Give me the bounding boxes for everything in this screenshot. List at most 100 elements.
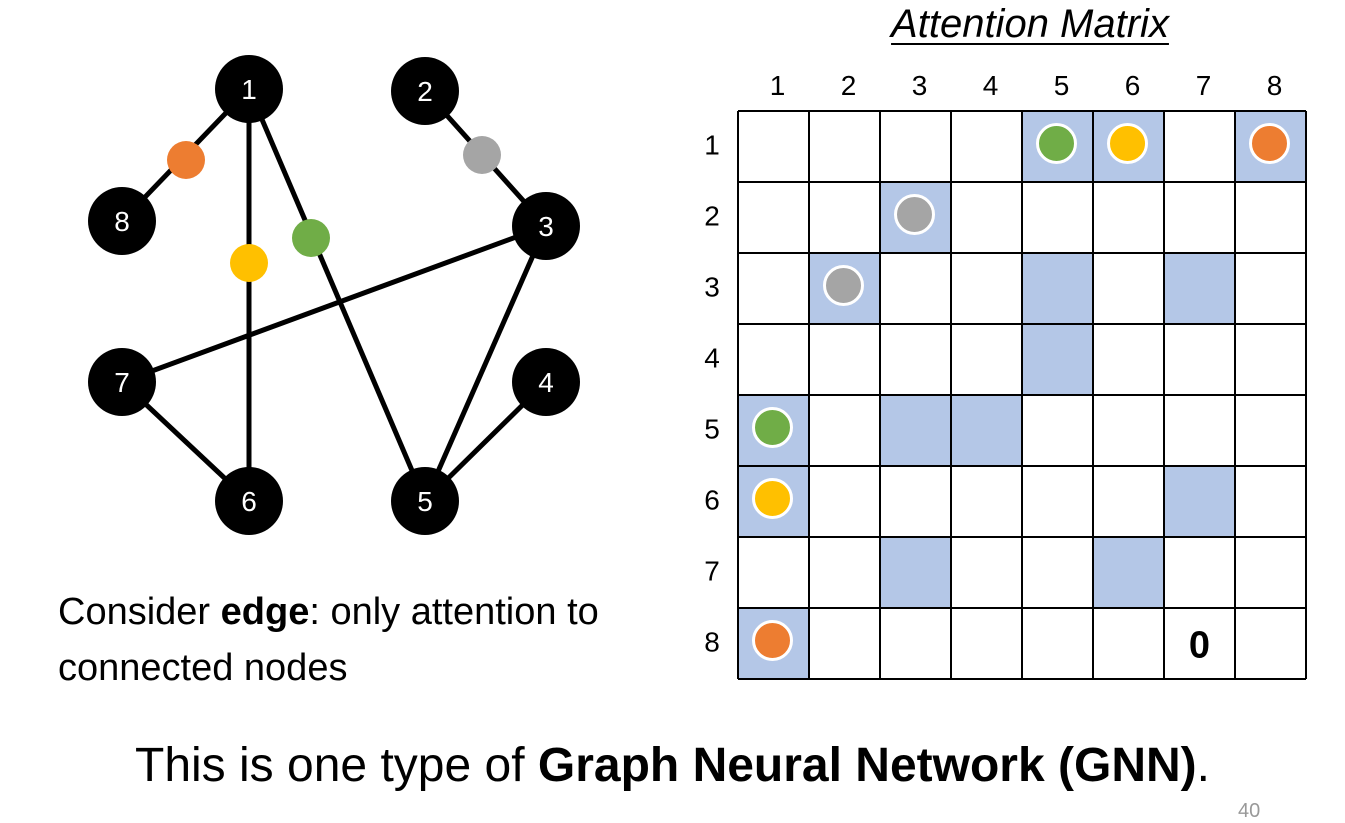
bottom-bold: Graph Neural Network (GNN): [537, 739, 1197, 792]
graph-node-label: 7: [114, 367, 130, 398]
matrix-cell: [738, 324, 809, 395]
graph-node-label: 6: [241, 486, 257, 517]
highlighted-cell-5-4: [951, 395, 1022, 466]
matrix-cell: [951, 111, 1022, 182]
edge-marker-green-icon: [292, 219, 330, 257]
matrix-cell: [1235, 253, 1306, 324]
matrix-cell: [1164, 395, 1235, 466]
caption-prefix: Consider: [58, 591, 221, 633]
matrix-cell: [951, 253, 1022, 324]
matrix-cell: [809, 395, 880, 466]
highlighted-cell-6-7: [1164, 466, 1235, 537]
matrix-cell: [1235, 466, 1306, 537]
matrix-marker-yellow-icon: [752, 478, 793, 519]
matrix-cell: [1093, 182, 1164, 253]
matrix-marker-gray-icon: [894, 194, 935, 235]
matrix-grid: [737, 110, 1307, 680]
page-number: 40: [1238, 800, 1261, 822]
matrix-cell: [809, 324, 880, 395]
matrix-cell: [951, 466, 1022, 537]
matrix-cell: [1093, 466, 1164, 537]
matrix-marker-green-icon: [752, 407, 793, 448]
column-label: 1: [770, 70, 786, 101]
matrix-cell: [738, 182, 809, 253]
bottom-statement: This is one type of Graph Neural Network…: [0, 738, 1345, 793]
graph-node-label: 4: [538, 367, 554, 398]
matrix-cells: [738, 111, 1306, 679]
matrix-cell: [1093, 608, 1164, 679]
bottom-prefix: This is one type of: [135, 739, 538, 792]
graph-node-label: 1: [241, 74, 257, 105]
column-label: 8: [1267, 70, 1283, 101]
edge-3-5: [422, 224, 549, 503]
matrix-cell: [1093, 395, 1164, 466]
matrix-marker-yellow-icon: [1107, 123, 1148, 164]
caption-suffix: : only attention to connected nodes: [58, 591, 599, 689]
column-label: 7: [1196, 70, 1212, 101]
bottom-suffix: .: [1196, 739, 1210, 792]
graph-node-label: 3: [538, 211, 554, 242]
edge-3-7: [121, 223, 547, 385]
matrix-cell: [1164, 111, 1235, 182]
graph-node-2: 2: [391, 57, 459, 125]
matrix-cell: [1022, 395, 1093, 466]
row-label: 4: [704, 343, 720, 374]
edge-marker-orange-icon: [167, 141, 205, 179]
row-label: 6: [704, 485, 720, 516]
graph-node-label: 5: [417, 486, 433, 517]
matrix-cell: [1022, 537, 1093, 608]
matrix-cell: [738, 537, 809, 608]
row-label: 5: [704, 414, 720, 445]
row-label: 8: [704, 627, 720, 658]
highlighted-cell-5-3: [880, 395, 951, 466]
matrix-marker-orange-icon: [752, 620, 793, 661]
matrix-cell: [1164, 182, 1235, 253]
edge-1-5: [246, 88, 428, 502]
matrix-cell: [809, 182, 880, 253]
highlighted-cell-7-6: [1093, 537, 1164, 608]
matrix-cell: [1022, 466, 1093, 537]
matrix-cell: [1235, 182, 1306, 253]
edge-marker-gray-icon: [463, 136, 501, 174]
row-label: 3: [704, 272, 720, 303]
matrix-cell: [1235, 395, 1306, 466]
matrix-cell: [1022, 608, 1093, 679]
matrix-cell: [1022, 182, 1093, 253]
zero-value: 0: [1189, 625, 1210, 667]
graph-node-1: 1: [215, 55, 283, 123]
edge-marker-yellow-icon: [230, 244, 268, 282]
matrix-cell: [1235, 537, 1306, 608]
graph-node-5: 5: [391, 467, 459, 535]
matrix-title: Attention Matrix: [891, 2, 1169, 46]
matrix-cell: [951, 608, 1022, 679]
matrix-marker-gray-icon: [823, 265, 864, 306]
matrix-cell: [1164, 608, 1235, 679]
highlighted-cell-7-3: [880, 537, 951, 608]
matrix-cell: [809, 537, 880, 608]
matrix-cell: [880, 466, 951, 537]
matrix-marker-green-icon: [1036, 123, 1077, 164]
graph-node-8: 8: [88, 187, 156, 255]
matrix-cell: [1093, 324, 1164, 395]
row-label: 7: [704, 556, 720, 587]
graph-node-label: 2: [417, 76, 433, 107]
matrix-cell: [951, 182, 1022, 253]
matrix-cell: [809, 111, 880, 182]
matrix-cell: [951, 537, 1022, 608]
column-label: 5: [1054, 70, 1070, 101]
caption: Consider edge: only attention to connect…: [58, 584, 658, 696]
highlighted-cell-3-7: [1164, 253, 1235, 324]
matrix-cell: [1164, 324, 1235, 395]
matrix-cell: [1093, 253, 1164, 324]
graph-node-4: 4: [512, 348, 580, 416]
matrix-cell: [880, 324, 951, 395]
highlighted-cell-3-5: [1022, 253, 1093, 324]
matrix-cell: [1235, 324, 1306, 395]
matrix-cell: [880, 111, 951, 182]
matrix-cell: [809, 466, 880, 537]
matrix-cell: [880, 608, 951, 679]
column-label: 2: [841, 70, 857, 101]
column-label: 3: [912, 70, 928, 101]
matrix-cell: [1164, 537, 1235, 608]
